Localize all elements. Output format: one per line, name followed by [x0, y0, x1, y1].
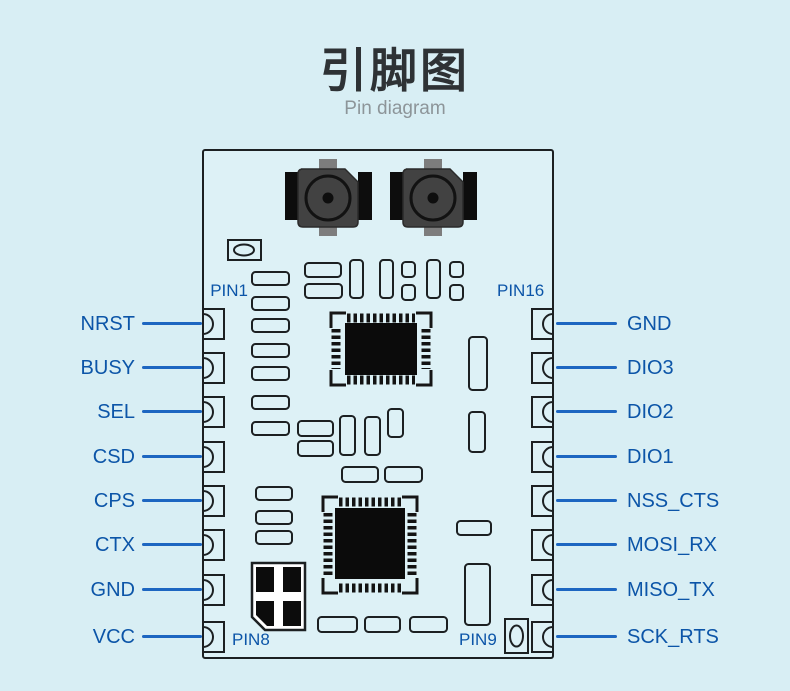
pin-label-cps: CPS [93, 490, 135, 512]
test-point-component-top [227, 239, 262, 261]
pad-notch [202, 401, 214, 423]
pad-right-12 [531, 485, 554, 517]
pad-notch [202, 534, 214, 556]
pin-label-nrst: NRST [80, 313, 135, 335]
pad-notch [542, 357, 554, 379]
ipex-antenna-connector-1 [285, 159, 372, 236]
pad-notch [202, 446, 214, 468]
pin-label-dio2: DIO2 [627, 401, 674, 423]
smd-components [251, 259, 492, 633]
pad-notch [202, 579, 214, 601]
pin-leader-line-dio1 [556, 455, 617, 458]
pad-right-13 [531, 441, 554, 473]
pin-leader-line-cps [142, 499, 202, 502]
pin-leader-line-gnd [556, 322, 617, 325]
pad-notch [542, 579, 554, 601]
pad-left-1 [202, 308, 225, 340]
pad-left-4 [202, 441, 225, 473]
pin-leader-line-busy [142, 366, 202, 369]
pin-label-dio3: DIO3 [627, 357, 674, 379]
pin-leader-line-sel [142, 410, 202, 413]
pad-notch [542, 313, 554, 335]
pin9-label: PIN9 [459, 630, 497, 649]
ipex-antenna-connector-2 [390, 159, 477, 236]
pad-left-3 [202, 396, 225, 428]
pad-right-10 [531, 574, 554, 606]
fiducial-cross-marker [250, 561, 307, 632]
pin16-label: PIN16 [497, 281, 545, 300]
pad-left-8 [202, 621, 225, 653]
pin-label-sel: SEL [97, 401, 135, 423]
pin-label-csd: CSD [92, 446, 135, 468]
pad-notch [542, 534, 554, 556]
pad-notch [542, 446, 554, 468]
pin-leader-line-csd [142, 455, 202, 458]
pad-notch [542, 626, 554, 648]
pin8-label: PIN8 [232, 630, 270, 649]
pad-left-2 [202, 352, 225, 384]
pin-label-mosi_rx: MOSI_RX [627, 534, 718, 556]
ic-chip-bottom [321, 495, 419, 595]
pin1-label: PIN1 [210, 281, 248, 300]
page-subtitle: Pin diagram [344, 98, 446, 119]
pin-leader-line-dio2 [556, 410, 617, 413]
pad-left-6 [202, 529, 225, 561]
ic-chip-top [329, 311, 433, 387]
pin-label-busy: BUSY [80, 357, 135, 379]
pad-left-7 [202, 574, 225, 606]
castellated-pads [202, 308, 554, 653]
pad-notch [202, 626, 214, 648]
pad-right-16 [531, 308, 554, 340]
pin-leader-line-sck_rts [556, 635, 617, 638]
pad-right-9 [531, 621, 554, 653]
pad-right-15 [531, 352, 554, 384]
pad-notch [542, 490, 554, 512]
pin-label-dio1: DIO1 [627, 446, 674, 468]
page-title: 引脚图 [320, 44, 470, 97]
pin-label-nss_cts: NSS_CTS [627, 490, 720, 512]
pad-notch [202, 357, 214, 379]
pin-leader-line-gnd [142, 588, 202, 591]
pin-label-gnd: GND [90, 579, 135, 601]
pin-leader-line-miso_tx [556, 588, 617, 591]
pin-label-ctx: CTX [95, 534, 135, 556]
pin-label-gnd: GND [627, 313, 672, 335]
pin-label-sck_rts: SCK_RTS [627, 626, 719, 648]
pin-label-vcc: VCC [92, 626, 135, 648]
test-point-component-bottom [504, 618, 529, 654]
pin-leader-line-nrst [142, 322, 202, 325]
pin-leader-line-mosi_rx [556, 543, 617, 546]
pin-label-miso_tx: MISO_TX [627, 579, 715, 601]
pad-notch [542, 401, 554, 423]
pad-notch [202, 490, 214, 512]
pin-leader-line-ctx [142, 543, 202, 546]
pad-right-14 [531, 396, 554, 428]
pin-leader-line-vcc [142, 635, 202, 638]
pin-leader-line-nss_cts [556, 499, 617, 502]
pin-leader-line-dio3 [556, 366, 617, 369]
pad-left-5 [202, 485, 225, 517]
pad-notch [202, 313, 214, 335]
pad-right-11 [531, 529, 554, 561]
